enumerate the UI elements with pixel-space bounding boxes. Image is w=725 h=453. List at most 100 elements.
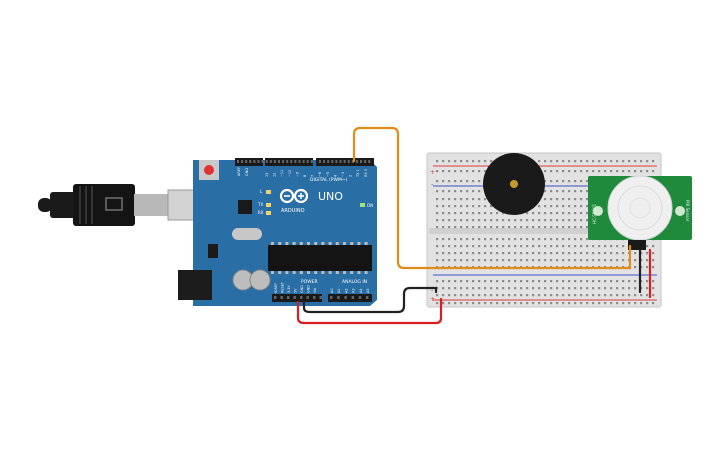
header-pin[interactable] xyxy=(319,160,321,163)
breadboard-hole[interactable] xyxy=(568,190,571,193)
breadboard-hole[interactable] xyxy=(514,238,517,241)
breadboard-hole[interactable] xyxy=(436,226,439,229)
breadboard-hole[interactable] xyxy=(472,190,475,193)
header-pin[interactable] xyxy=(351,160,354,163)
breadboard-hole[interactable] xyxy=(574,198,577,201)
breadboard-hole[interactable] xyxy=(610,252,613,255)
breadboard-hole[interactable] xyxy=(544,219,547,222)
breadboard-hole[interactable] xyxy=(574,180,577,183)
breadboard-hole[interactable] xyxy=(652,252,655,255)
breadboard-hole[interactable] xyxy=(544,180,547,183)
breadboard-hole[interactable] xyxy=(448,252,451,255)
breadboard-hole[interactable] xyxy=(556,259,559,262)
breadboard-hole[interactable] xyxy=(466,212,469,215)
breadboard-hole[interactable] xyxy=(562,238,565,241)
breadboard-hole[interactable] xyxy=(436,219,439,222)
header-pin[interactable] xyxy=(245,160,248,163)
breadboard-hole[interactable] xyxy=(508,259,511,262)
breadboard-hole[interactable] xyxy=(478,219,481,222)
breadboard-hole[interactable] xyxy=(484,252,487,255)
breadboard-hole[interactable] xyxy=(652,160,655,163)
breadboard-hole[interactable] xyxy=(562,287,565,290)
breadboard-hole[interactable] xyxy=(502,252,505,255)
breadboard-hole[interactable] xyxy=(448,294,451,297)
breadboard-hole[interactable] xyxy=(616,245,619,248)
breadboard-hole[interactable] xyxy=(574,245,577,248)
breadboard-hole[interactable] xyxy=(454,302,457,305)
breadboard-hole[interactable] xyxy=(484,170,487,173)
breadboard-hole[interactable] xyxy=(586,190,589,193)
breadboard-hole[interactable] xyxy=(538,252,541,255)
breadboard-hole[interactable] xyxy=(532,226,535,229)
header-pin[interactable] xyxy=(310,160,313,163)
breadboard-hole[interactable] xyxy=(496,226,499,229)
breadboard-hole[interactable] xyxy=(532,287,535,290)
breadboard-hole[interactable] xyxy=(580,259,583,262)
breadboard-hole[interactable] xyxy=(496,259,499,262)
breadboard-hole[interactable] xyxy=(454,245,457,248)
breadboard-hole[interactable] xyxy=(514,294,517,297)
breadboard-hole[interactable] xyxy=(490,238,493,241)
breadboard-hole[interactable] xyxy=(496,302,499,305)
breadboard-hole[interactable] xyxy=(568,180,571,183)
breadboard-hole[interactable] xyxy=(532,259,535,262)
breadboard-hole[interactable] xyxy=(508,252,511,255)
breadboard-hole[interactable] xyxy=(622,287,625,290)
breadboard-hole[interactable] xyxy=(544,302,547,305)
breadboard-hole[interactable] xyxy=(538,226,541,229)
breadboard-hole[interactable] xyxy=(604,160,607,163)
breadboard-hole[interactable] xyxy=(604,170,607,173)
breadboard-hole[interactable] xyxy=(568,160,571,163)
breadboard-hole[interactable] xyxy=(604,280,607,283)
breadboard-hole[interactable] xyxy=(442,287,445,290)
breadboard-hole[interactable] xyxy=(472,294,475,297)
breadboard-hole[interactable] xyxy=(496,212,499,215)
breadboard-hole[interactable] xyxy=(580,205,583,208)
breadboard-hole[interactable] xyxy=(460,212,463,215)
breadboard-hole[interactable] xyxy=(454,252,457,255)
breadboard-hole[interactable] xyxy=(568,212,571,215)
breadboard-hole[interactable] xyxy=(460,205,463,208)
power-pin[interactable] xyxy=(293,296,296,299)
breadboard-hole[interactable] xyxy=(586,180,589,183)
breadboard-hole[interactable] xyxy=(562,252,565,255)
breadboard-hole[interactable] xyxy=(634,266,637,269)
breadboard-hole[interactable] xyxy=(532,294,535,297)
breadboard-hole[interactable] xyxy=(550,226,553,229)
breadboard-hole[interactable] xyxy=(652,302,655,305)
breadboard-hole[interactable] xyxy=(622,245,625,248)
breadboard-hole[interactable] xyxy=(592,294,595,297)
arduino-uno-board[interactable]: ARDUINO UNO DIGITAL (PWM~) POWER ANALOG … xyxy=(178,158,377,306)
header-pin[interactable] xyxy=(290,160,293,163)
breadboard-hole[interactable] xyxy=(448,170,451,173)
breadboard-hole[interactable] xyxy=(514,226,517,229)
breadboard-hole[interactable] xyxy=(478,287,481,290)
breadboard-hole[interactable] xyxy=(574,219,577,222)
breadboard-hole[interactable] xyxy=(538,245,541,248)
breadboard-hole[interactable] xyxy=(496,238,499,241)
breadboard-hole[interactable] xyxy=(442,180,445,183)
breadboard-hole[interactable] xyxy=(508,238,511,241)
breadboard-hole[interactable] xyxy=(514,245,517,248)
breadboard-hole[interactable] xyxy=(580,287,583,290)
breadboard-hole[interactable] xyxy=(454,238,457,241)
breadboard-hole[interactable] xyxy=(496,294,499,297)
breadboard-hole[interactable] xyxy=(562,294,565,297)
breadboard-hole[interactable] xyxy=(526,252,529,255)
breadboard-hole[interactable] xyxy=(556,219,559,222)
breadboard-hole[interactable] xyxy=(454,190,457,193)
breadboard-hole[interactable] xyxy=(520,294,523,297)
breadboard-hole[interactable] xyxy=(610,170,613,173)
breadboard-hole[interactable] xyxy=(550,198,553,201)
breadboard-hole[interactable] xyxy=(520,252,523,255)
breadboard-hole[interactable] xyxy=(568,238,571,241)
breadboard-hole[interactable] xyxy=(520,259,523,262)
breadboard-hole[interactable] xyxy=(448,280,451,283)
breadboard-hole[interactable] xyxy=(580,302,583,305)
breadboard-hole[interactable] xyxy=(550,170,553,173)
breadboard-hole[interactable] xyxy=(652,294,655,297)
breadboard-hole[interactable] xyxy=(646,287,649,290)
breadboard-hole[interactable] xyxy=(490,294,493,297)
breadboard-hole[interactable] xyxy=(436,160,439,163)
power-pin[interactable] xyxy=(287,296,290,299)
